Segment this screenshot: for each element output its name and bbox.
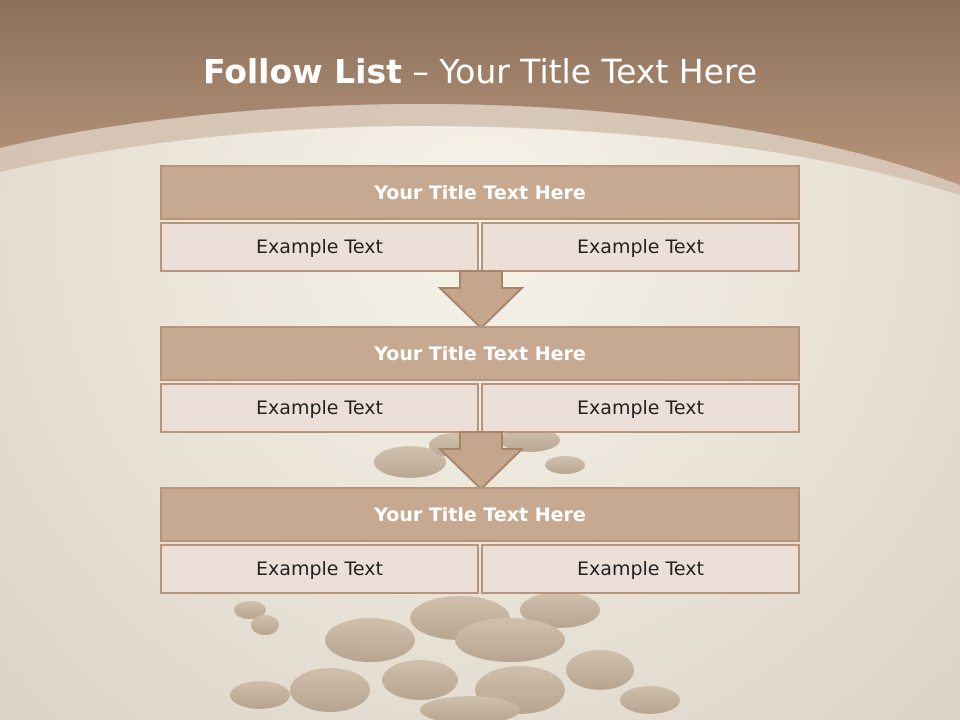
down-arrow-icon <box>438 431 524 491</box>
block-title: Your Title Text Here <box>160 487 800 542</box>
list-block-1: Your Title Text Here Example Text Exampl… <box>160 165 800 272</box>
header-band <box>0 0 960 185</box>
slide-title: Follow List – Your Title Text Here <box>0 52 960 91</box>
block-cell-right: Example Text <box>481 383 800 433</box>
header-band-light-curve <box>0 104 960 195</box>
block-cell-right: Example Text <box>481 222 800 272</box>
block-cell-left: Example Text <box>160 222 479 272</box>
block-cell-left: Example Text <box>160 544 479 594</box>
down-arrow-icon <box>438 270 524 330</box>
block-row: Example Text Example Text <box>160 222 800 272</box>
block-title: Your Title Text Here <box>160 165 800 220</box>
block-cell-right: Example Text <box>481 544 800 594</box>
title-rest: – Your Title Text Here <box>401 52 758 91</box>
list-block-2: Your Title Text Here Example Text Exampl… <box>160 326 800 433</box>
block-row: Example Text Example Text <box>160 544 800 594</box>
block-title: Your Title Text Here <box>160 326 800 381</box>
block-row: Example Text Example Text <box>160 383 800 433</box>
list-block-3: Your Title Text Here Example Text Exampl… <box>160 487 800 594</box>
rocks-illustration <box>230 428 680 720</box>
block-cell-left: Example Text <box>160 383 479 433</box>
title-bold: Follow List <box>202 52 402 91</box>
